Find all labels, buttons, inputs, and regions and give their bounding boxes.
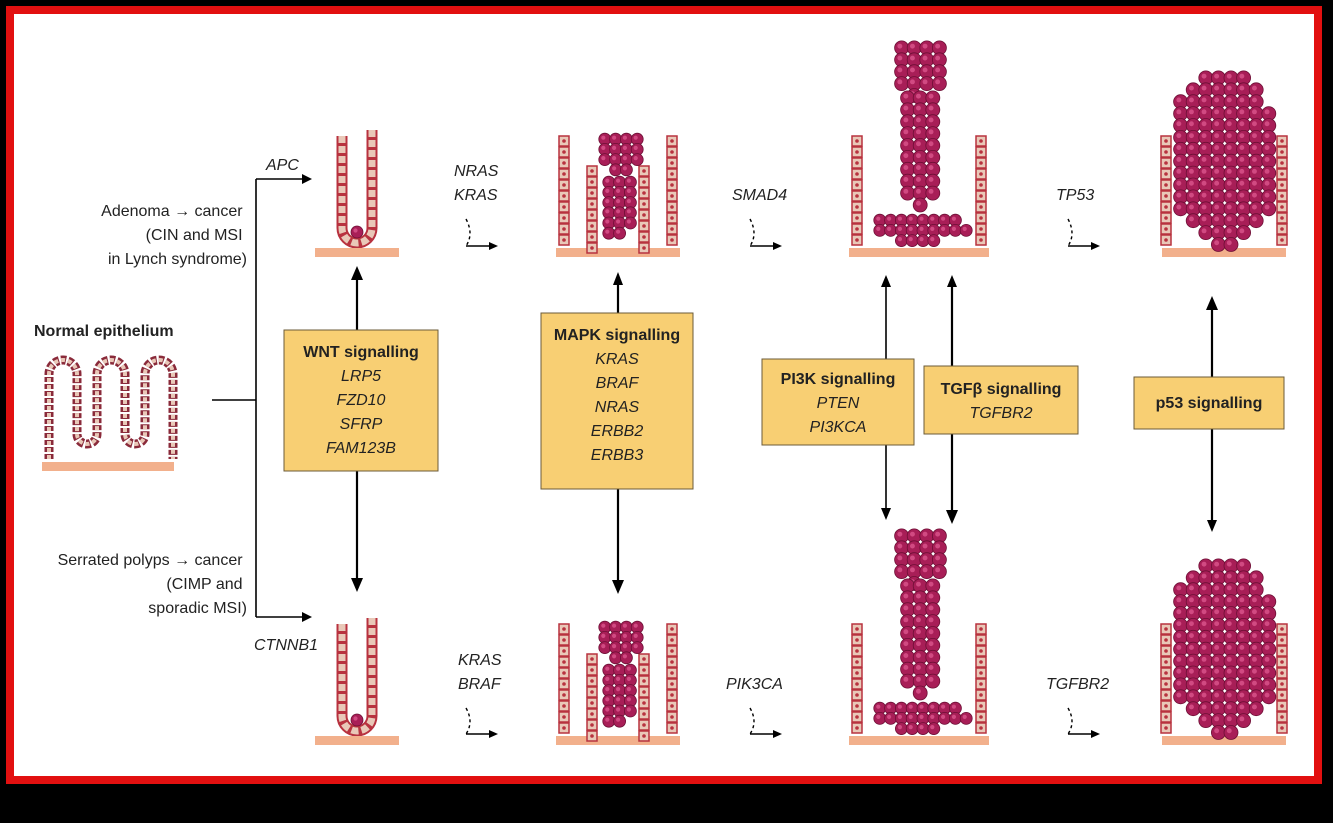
tgfb-box-title: TGFβ signalling xyxy=(941,381,1062,398)
pi3k-box-title: PI3K signalling xyxy=(781,371,896,388)
top-gene-tp53: TP53 xyxy=(1056,187,1094,204)
mapk-box-item: NRAS xyxy=(595,399,640,416)
normal-epithelium-illustration xyxy=(42,355,178,471)
pi3k-signalling-box: PI3K signalling PTEN PI3KCA xyxy=(761,358,915,446)
mapk-box-item: KRAS xyxy=(595,351,639,368)
figure-frame: Normal epithelium Adenoma → cancer (CIN … xyxy=(6,6,1322,784)
tgfb-signalling-box: TGFβ signalling TGFBR2 xyxy=(923,365,1079,435)
top-gene-kras: KRAS xyxy=(454,187,498,204)
wnt-signalling-box: WNT signalling LRP5 FZD10 SFRP FAM123B xyxy=(283,329,439,472)
bottom-gene-kras: KRAS xyxy=(458,652,502,669)
transition-arrows xyxy=(465,218,1100,738)
crypt-wall xyxy=(336,130,378,249)
mapk-signalling-box: MAPK signalling KRAS BRAF NRAS ERBB2 ERB… xyxy=(540,312,694,490)
bottom-gene-pik3ca: PIK3CA xyxy=(726,676,783,693)
p53-signalling-box: p53 signalling xyxy=(1133,376,1285,430)
pi3k-box-item: PI3KCA xyxy=(810,419,867,436)
bottom-gene-ctnnb1: CTNNB1 xyxy=(254,637,318,654)
mapk-box-item: BRAF xyxy=(596,375,640,392)
wnt-box-title: WNT signalling xyxy=(303,344,419,361)
wnt-box-item: FZD10 xyxy=(337,392,386,409)
mapk-box-title: MAPK signalling xyxy=(554,327,680,344)
crypt-wall xyxy=(336,618,378,737)
wnt-box-item: FAM123B xyxy=(326,440,396,457)
p53-box-title: p53 signalling xyxy=(1156,395,1263,412)
mapk-box-item: ERBB2 xyxy=(591,423,644,440)
wnt-box-item: LRP5 xyxy=(341,368,381,385)
crc-progression-diagram: Normal epithelium Adenoma → cancer (CIN … xyxy=(34,40,1288,745)
adenoma-pathway-label: Adenoma → cancer (CIN and MSI in Lynch s… xyxy=(101,203,247,268)
top-gene-smad4: SMAD4 xyxy=(732,187,787,204)
wnt-box-item: SFRP xyxy=(340,416,383,433)
pi3k-box-item: PTEN xyxy=(817,395,860,412)
top-gene-apc: APC xyxy=(265,157,299,174)
crypt-illustrations xyxy=(315,40,1288,745)
top-gene-nras: NRAS xyxy=(454,163,499,180)
mapk-box-item: ERBB3 xyxy=(591,447,644,464)
bottom-gene-tgfbr2: TGFBR2 xyxy=(1046,676,1109,693)
tgfb-box-item: TGFBR2 xyxy=(969,405,1032,422)
serrated-pathway-label: Serrated polyps → cancer (CIMP and spora… xyxy=(58,552,247,617)
branch-connector xyxy=(212,174,312,622)
normal-epithelium-title: Normal epithelium xyxy=(34,323,174,340)
bottom-gene-braf: BRAF xyxy=(458,676,502,693)
